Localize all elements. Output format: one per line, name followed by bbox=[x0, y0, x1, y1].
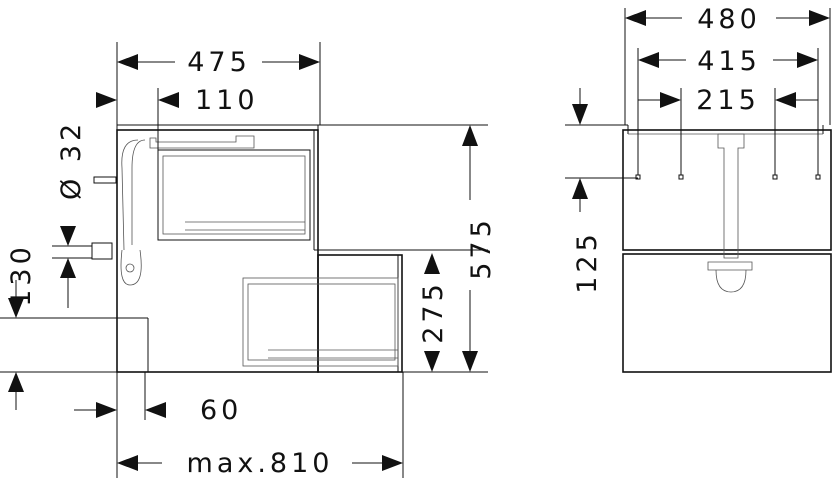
label-110: 110 bbox=[195, 85, 259, 116]
dim-top-panel-height: 125 bbox=[572, 88, 603, 294]
dim-inlet-height: 130 bbox=[6, 226, 92, 410]
label-max810: max.810 bbox=[187, 448, 334, 479]
dim-siphon-offset: 110 bbox=[96, 85, 259, 150]
dim-base-offset: 60 bbox=[74, 395, 242, 426]
lower-drawer bbox=[317, 254, 403, 373]
front-lower-panel bbox=[622, 253, 832, 373]
dim-width-inner: 215 bbox=[638, 85, 818, 116]
siphon-pipe bbox=[149, 135, 255, 149]
label-60: 60 bbox=[200, 395, 242, 426]
front-drain-pipe bbox=[717, 133, 745, 259]
label-275: 275 bbox=[418, 280, 449, 344]
dim-width-drawer: 415 bbox=[638, 46, 818, 77]
label-215: 215 bbox=[696, 85, 760, 116]
upper-drawer bbox=[157, 149, 311, 241]
dim-max-extension: max.810 bbox=[117, 448, 403, 479]
dim-pipe-diameter: Ø 32 bbox=[56, 120, 87, 200]
dim-overall-height: 575 bbox=[462, 125, 497, 372]
front-view bbox=[565, 8, 832, 373]
label-130: 130 bbox=[6, 243, 37, 307]
label-d32: Ø 32 bbox=[56, 120, 87, 200]
label-475: 475 bbox=[187, 47, 251, 78]
label-125: 125 bbox=[572, 230, 603, 294]
cabinet-body bbox=[116, 129, 319, 373]
side-view bbox=[0, 42, 488, 478]
front-upper-panel bbox=[622, 129, 832, 251]
label-480: 480 bbox=[697, 4, 761, 35]
label-415: 415 bbox=[697, 46, 761, 77]
dim-cabinet-width: 475 bbox=[117, 47, 320, 78]
dim-drawer-height: 275 bbox=[418, 253, 449, 372]
dim-width-total: 480 bbox=[625, 4, 830, 35]
label-575: 575 bbox=[466, 216, 497, 280]
